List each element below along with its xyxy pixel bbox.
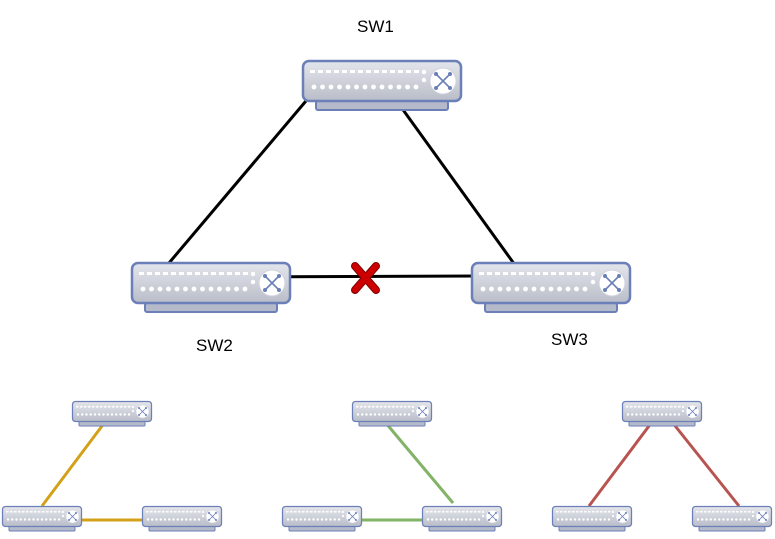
variant-2-link-sw1-sw3 bbox=[383, 421, 455, 504]
variant-2-switch-sw2 bbox=[281, 505, 363, 532]
variant-3-switch-sw3 bbox=[691, 505, 773, 532]
variant-3-link-sw1-sw3 bbox=[670, 421, 741, 507]
variant-2-switch-sw1 bbox=[351, 400, 433, 427]
variant-3-switch-sw2 bbox=[551, 505, 633, 532]
variant-1-link-sw1-sw2 bbox=[40, 421, 107, 507]
link-sw1-sw2 bbox=[156, 81, 324, 277]
variant-1-switch-sw2 bbox=[1, 505, 83, 532]
switch-arrows-icon bbox=[258, 269, 286, 297]
switch-arrows-icon bbox=[685, 404, 700, 419]
switch-arrows-icon bbox=[345, 509, 360, 524]
switch-sw2 bbox=[130, 261, 292, 313]
link-sw1-sw3 bbox=[381, 81, 522, 273]
switch-arrows-icon bbox=[598, 269, 626, 297]
switch-sw1 bbox=[301, 59, 463, 111]
switch-arrows-icon bbox=[485, 509, 500, 524]
sw3-label: SW3 bbox=[551, 330, 588, 349]
variant-2-switch-sw3 bbox=[421, 505, 503, 532]
switch-arrows-icon bbox=[205, 509, 220, 524]
switch-sw3 bbox=[470, 261, 632, 313]
switch-arrows-icon bbox=[135, 404, 150, 419]
switch-arrows-icon bbox=[755, 509, 770, 524]
switch-arrows-icon bbox=[415, 404, 430, 419]
variant-3-switch-sw1 bbox=[621, 400, 703, 427]
sw2-label: SW2 bbox=[196, 336, 233, 355]
x-mark-icon bbox=[351, 262, 380, 294]
sw1-label: SW1 bbox=[357, 17, 394, 36]
switch-arrows-icon bbox=[65, 509, 80, 524]
variant-3-link-sw1-sw2 bbox=[587, 421, 654, 507]
marker-layer bbox=[351, 262, 380, 294]
switch-arrows-icon bbox=[429, 67, 457, 95]
variant-1-switch-sw1 bbox=[71, 400, 153, 427]
switch-arrows-icon bbox=[615, 509, 630, 524]
devices-layer bbox=[1, 59, 773, 532]
variant-1-switch-sw3 bbox=[141, 505, 223, 532]
